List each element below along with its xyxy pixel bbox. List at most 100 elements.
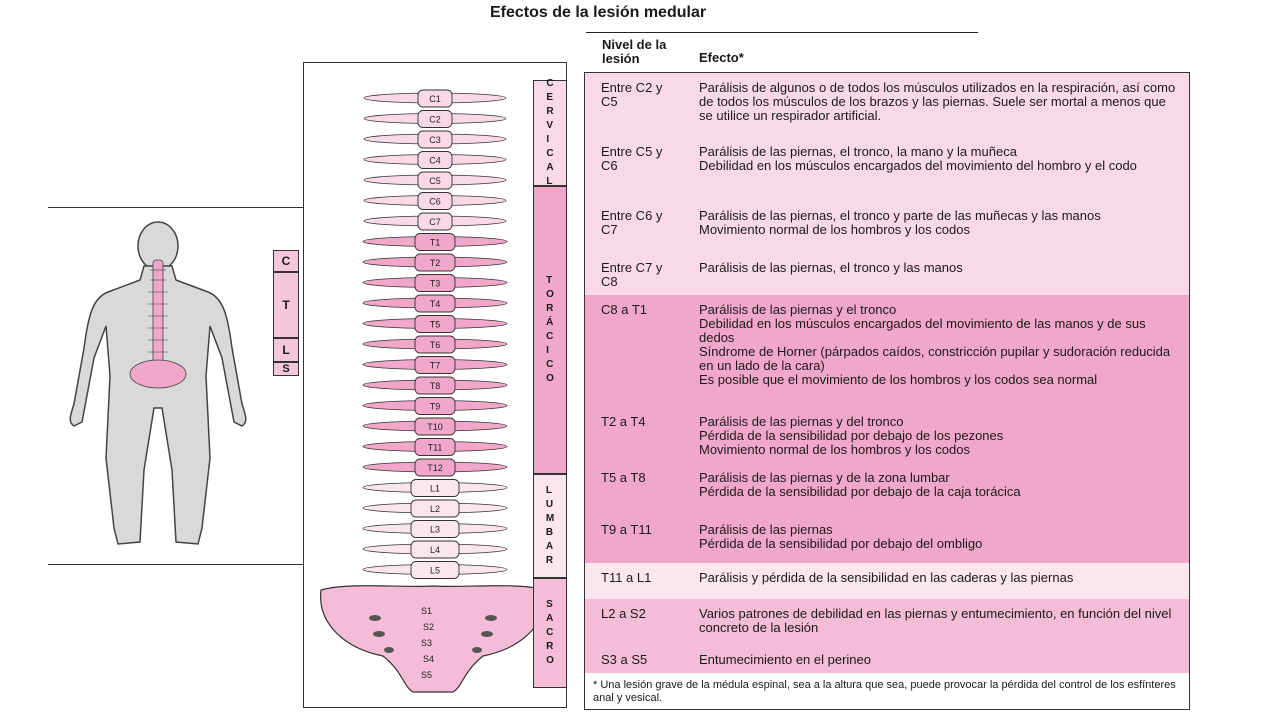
row-effect: Entumecimiento en el perineo (699, 652, 871, 667)
row-level: L2 a S2 (601, 606, 646, 621)
vertebra-label: L1 (430, 484, 440, 494)
region-letter: U (545, 499, 554, 510)
vertebra-c7 (363, 212, 507, 231)
region-letter: R (546, 303, 554, 314)
mini-label-t: T (273, 272, 299, 338)
table-row: S3 a S5 Entumecimiento en el perineo (585, 645, 1189, 673)
vertebra-label: C1 (429, 94, 441, 104)
vertebra-t5 (362, 315, 508, 333)
header-effect: Efecto* (699, 50, 744, 65)
vertebra-t4 (362, 294, 508, 313)
vertebra-t3 (362, 274, 508, 292)
vertebra-c3 (363, 130, 507, 149)
vertebra-t2 (362, 253, 508, 272)
row-level: S3 a S5 (601, 652, 648, 667)
vertebra-c5 (363, 171, 507, 190)
region-letter: C (546, 331, 554, 342)
region-letter: B (545, 527, 554, 538)
sacral-label: S3 (421, 638, 432, 648)
region-letter: R (545, 555, 554, 566)
mini-label-l: L (273, 338, 299, 362)
row-level: T5 a T8 (601, 470, 646, 485)
vertebra-l5 (362, 561, 508, 579)
vertebra-label: C2 (429, 115, 441, 125)
row-effect: Parálisis de algunos o de todos los músc… (699, 80, 1176, 123)
row-effect: Parálisis y pérdida de la sensibilidad e… (699, 570, 1074, 585)
sacral-label: S1 (421, 606, 432, 616)
row-effect: Parálisis de las piernas, el tronco, la … (699, 144, 1137, 173)
region-letter: C (546, 359, 554, 370)
table-row: L2 a S2 Varios patrones de debilidad en … (585, 599, 1189, 645)
vertebra-label: T7 (430, 361, 441, 371)
title-rule (586, 32, 978, 33)
vertebra-t11 (362, 438, 508, 456)
region-letter: S (546, 599, 553, 610)
vertebra-t1 (362, 233, 508, 251)
vertebra-c1 (363, 89, 507, 108)
vertebra-label: C7 (429, 217, 441, 227)
vertebra-label: T11 (428, 443, 443, 453)
vertebra-label: C3 (429, 135, 441, 145)
region-letter: T (546, 275, 553, 286)
table-row: T2 a T4 Parálisis de las piernas y del t… (585, 407, 1189, 463)
region-letter: M (545, 513, 555, 524)
region-letter: A (546, 162, 554, 173)
row-effect: Parálisis de las piernas y el tronco Deb… (699, 302, 1171, 387)
row-level: T9 a T11 (601, 522, 652, 537)
mini-label-c: C (273, 250, 299, 272)
vertebra-l3 (362, 520, 508, 538)
vertebra-c6 (363, 192, 507, 210)
vertebra-t10 (362, 417, 508, 436)
sacrum-shape (320, 585, 546, 693)
vertebra-l2 (362, 499, 508, 518)
table-row: T5 a T8 Parálisis de las piernas y de la… (585, 463, 1189, 515)
vertebra-label: C5 (429, 176, 441, 186)
table-row: Entre C6 y C7 Parálisis de las piernas, … (585, 201, 1189, 253)
spine-diagram: C1C2C3C4C5C6C7T1T2T3T4T5T6T7T8T9T10T11T1… (320, 89, 546, 693)
region-letter: V (546, 120, 554, 131)
region-letter: I (546, 134, 550, 145)
vertebra-label: T3 (430, 279, 441, 289)
region-letter: L (545, 485, 552, 496)
row-effect: Parálisis de las piernas, el tronco y pa… (699, 208, 1101, 237)
vertebra-c2 (363, 110, 507, 128)
vertebra-label: C4 (429, 156, 441, 166)
region-letter: A (545, 541, 554, 552)
vertebra-l1 (362, 479, 508, 497)
region-letter: E (546, 92, 554, 103)
vertebra-label: T6 (430, 340, 441, 350)
vertebra-label: T8 (430, 381, 441, 391)
row-level: Entre C2 y C5 (601, 80, 663, 109)
region-letter: L (546, 176, 553, 187)
row-level: T11 a L1 (601, 570, 652, 585)
vertebra-t6 (362, 335, 508, 354)
region-letter: Á (546, 317, 554, 328)
region-letter: C (546, 148, 554, 159)
footnote: * Una lesión grave de la médula espinal,… (593, 679, 1176, 704)
row-level: Entre C5 y C6 (601, 144, 663, 173)
vertebra-label: T9 (430, 402, 441, 412)
header-level: Nivel de la lesión (602, 37, 667, 66)
vertebra-label: T2 (430, 258, 441, 268)
vertebra-label: L4 (430, 545, 440, 555)
effects-table: Entre C2 y C5 Parálisis de algunos o de … (584, 72, 1190, 710)
table-row: Entre C2 y C5 Parálisis de algunos o de … (585, 73, 1189, 137)
vertebra-label: T12 (427, 463, 443, 473)
vertebra-t7 (362, 356, 508, 374)
region-letter: I (546, 345, 549, 356)
vertebra-t8 (362, 376, 508, 395)
sacral-label: S2 (423, 622, 434, 632)
region-letter: O (546, 655, 554, 666)
row-level: Entre C7 y C8 (601, 260, 663, 289)
vertebra-label: T1 (430, 238, 441, 248)
row-effect: Parálisis de las piernas y del tronco Pé… (699, 414, 1004, 457)
page-title: Efectos de la lesión medular (490, 4, 707, 21)
vertebra-t9 (362, 397, 508, 415)
vertebra-c4 (363, 151, 507, 169)
sacral-label: S4 (423, 654, 434, 664)
vertebra-l4 (362, 540, 508, 559)
row-effect: Parálisis de las piernas y de la zona lu… (699, 470, 1021, 499)
